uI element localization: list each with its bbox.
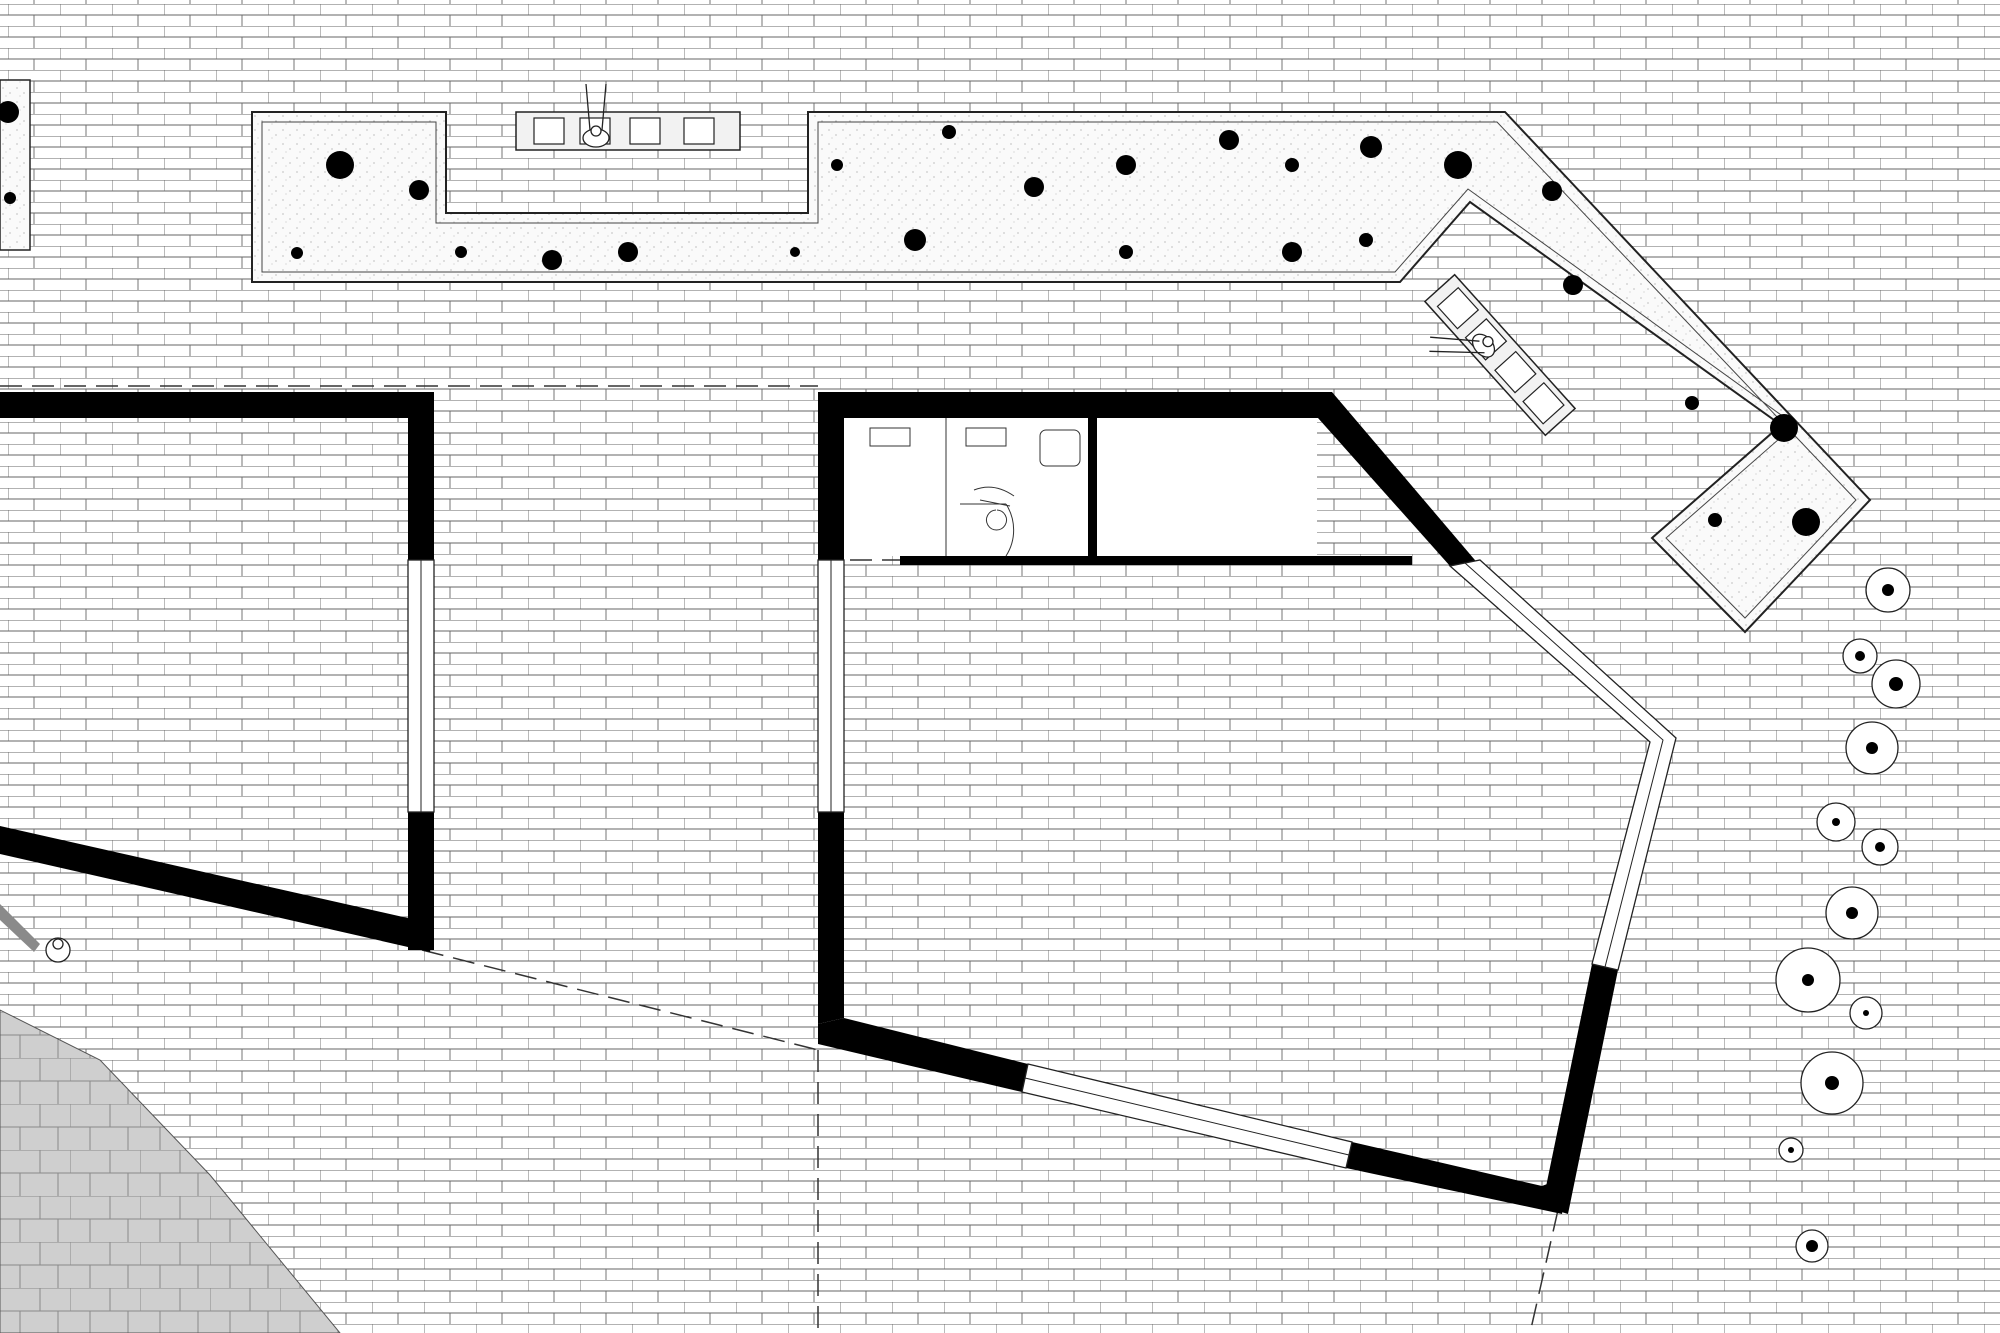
bench-diagonal — [1423, 273, 1577, 437]
gray-stone-path — [0, 1009, 341, 1333]
wheelchair-icon — [973, 486, 1015, 531]
bench-top — [515, 83, 741, 151]
window-main-east — [1448, 559, 1677, 971]
tree-row-right — [1775, 567, 1921, 1263]
restroom-block — [844, 418, 1088, 557]
planter-left-edge — [0, 79, 31, 251]
storage-room — [1097, 418, 1317, 556]
dashed-lines — [0, 385, 1559, 1333]
person-seated-icon — [582, 83, 610, 148]
door-swing-icon — [1005, 503, 1015, 557]
building-left — [0, 392, 435, 952]
planter-trees — [291, 125, 1820, 536]
pedestrian-icon — [0, 904, 71, 963]
planter-long — [251, 111, 1872, 634]
person-seated-diagonal-icon — [1429, 333, 1496, 358]
building-main — [817, 392, 1677, 1214]
